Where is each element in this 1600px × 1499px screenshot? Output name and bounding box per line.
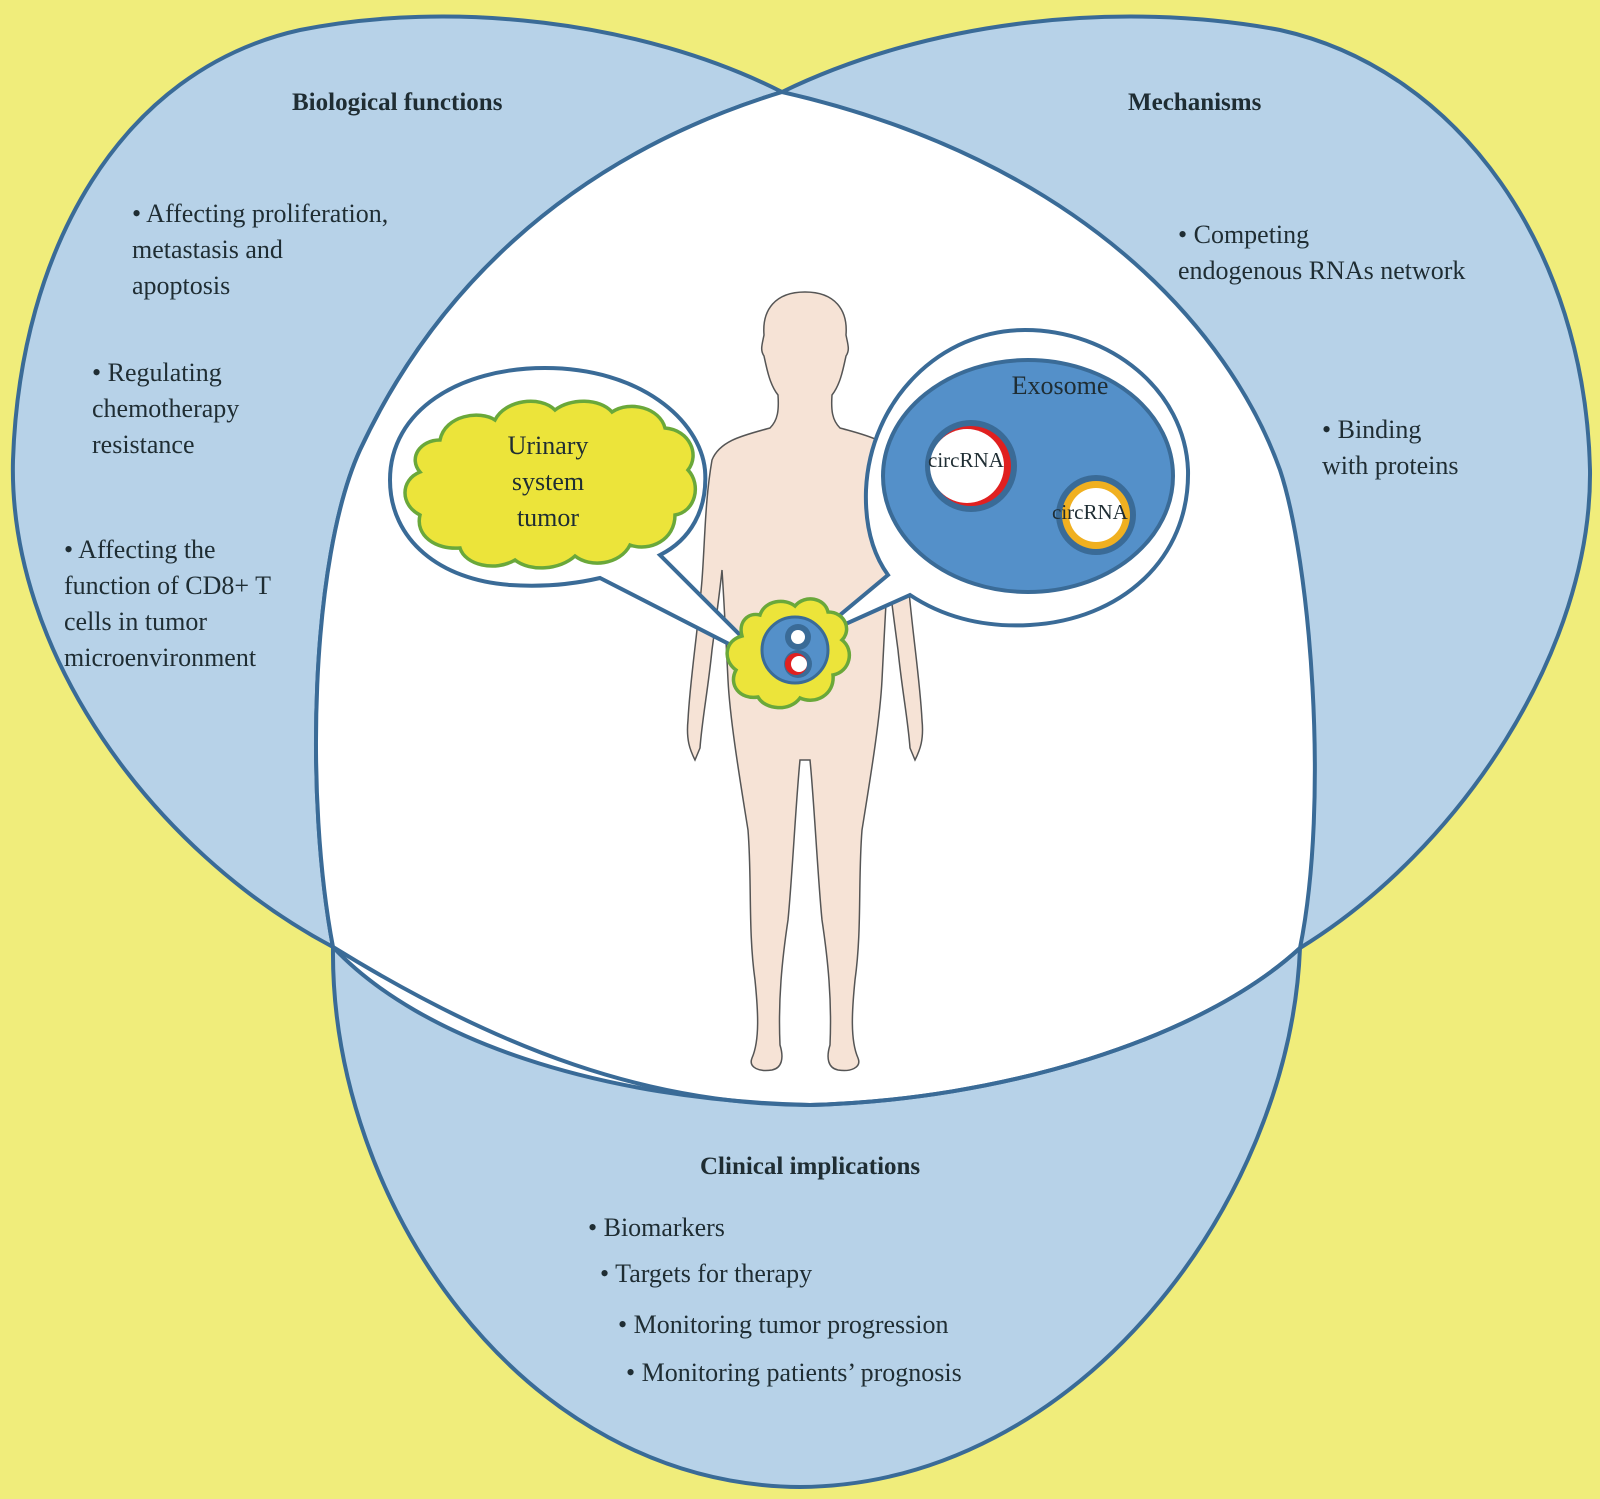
heading-mechanisms: Mechanisms: [1128, 89, 1262, 116]
bio-item-proliferation: • Affecting proliferation, metastasis an…: [132, 199, 389, 300]
small-circrna-2-core: [791, 656, 807, 672]
circrna-core: [1069, 488, 1123, 542]
exosome-label: Exosome: [1011, 371, 1109, 400]
clinical-item-biomarkers: • Biomarkers: [588, 1213, 725, 1242]
circrna-label-2: circRNA: [1052, 500, 1128, 524]
clinical-item-targets: • Targets for therapy: [600, 1259, 813, 1288]
clinical-item-tumor-progression: • Monitoring tumor progression: [618, 1310, 949, 1339]
bio-item-cd8-t-cells: • Affecting the function of CD8+ T cells…: [64, 535, 271, 672]
venn-lower-arc: [331, 945, 1302, 1108]
circrna-core: [930, 429, 1004, 503]
mech-item-protein-binding: • Binding with proteins: [1322, 415, 1459, 480]
heading-clinical-implications: Clinical implications: [700, 1153, 921, 1180]
heading-biological-functions: Biological functions: [292, 89, 503, 116]
tumor-label: Urinary system tumor: [507, 431, 589, 532]
bio-item-chemoresistance: • Regulating chemotherapy resistance: [92, 358, 240, 459]
mech-item-cerna: • Competing endogenous RNAs network: [1178, 220, 1466, 285]
tumor-cloud-icon: [403, 399, 698, 570]
circrna-label-1: circRNA: [928, 448, 1004, 472]
small-circrna-1-core: [791, 630, 805, 644]
clinical-item-prognosis: • Monitoring patients’ prognosis: [626, 1358, 962, 1387]
